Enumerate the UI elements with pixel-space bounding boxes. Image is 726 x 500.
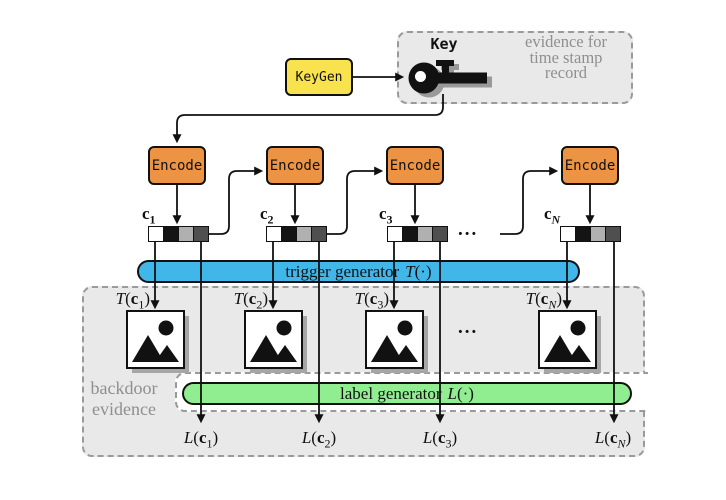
encode-label: Encode	[564, 157, 616, 174]
bit-cell	[149, 227, 163, 241]
bit-cell	[178, 227, 193, 241]
bitstring-2	[266, 226, 327, 242]
bitstring-4	[560, 226, 621, 242]
label-output-label-1: L(c1)	[183, 428, 219, 451]
arrow-bits1-to-encode2	[209, 166, 264, 235]
codeword-label-1: c1	[142, 204, 156, 227]
trigger-image-icon-1	[126, 310, 189, 373]
trigger-output-label-1: T(c1)	[115, 289, 150, 312]
encode-box-3: Encode	[386, 146, 444, 185]
bit-cell	[402, 227, 417, 241]
label-output-label-4: L(cN)	[594, 428, 632, 451]
bit-cell	[163, 227, 178, 241]
trigger-image-icon-4	[538, 310, 601, 373]
trigger-output-label-3: T(c3)	[354, 289, 389, 312]
bit-cell	[281, 227, 296, 241]
encode-label: Encode	[151, 157, 203, 174]
label-output-label-3: L(c3)	[422, 428, 458, 451]
trigger-output-label-2: T(c2)	[233, 289, 268, 312]
trigger-output-label-4: T(cN)	[525, 289, 562, 312]
channel-edge-mask	[648, 368, 718, 416]
timestamp-evidence-note: evidence for time stamp record	[525, 32, 607, 82]
encode-box-4: Encode	[561, 146, 619, 185]
trigger-image-icon-3	[365, 310, 428, 373]
bit-cell	[311, 227, 326, 241]
trigger-bar-text: trigger generator	[285, 261, 400, 281]
bit-cell	[296, 227, 311, 241]
bit-cell	[575, 227, 590, 241]
codeword-label-4: cN	[544, 204, 561, 227]
arrow-bits2-to-encode3	[327, 166, 384, 235]
bit-cell	[605, 227, 620, 241]
codeword-label-3: c3	[379, 204, 393, 227]
key-icon	[408, 60, 492, 98]
trigger-image-icon-2	[244, 310, 307, 373]
encode-label: Encode	[269, 157, 321, 174]
keygen-label: KeyGen	[295, 69, 343, 85]
bit-cell	[417, 227, 432, 241]
bit-cell	[561, 227, 575, 241]
keygen-box: KeyGen	[285, 58, 353, 96]
backdoor-evidence-note: backdoor evidence	[90, 378, 158, 419]
bit-cell	[267, 227, 281, 241]
bitstring-3	[387, 226, 448, 242]
ellipsis-images: ...	[458, 317, 479, 338]
encode-box-1: Encode	[148, 146, 206, 185]
bit-cell	[193, 227, 208, 241]
key-label: Key	[430, 35, 458, 53]
label-output-label-2: L(c2)	[301, 428, 337, 451]
bit-cell	[432, 227, 447, 241]
bit-cell	[590, 227, 605, 241]
encode-label: Encode	[389, 157, 441, 174]
arrow-ellipsis-to-encode4	[500, 166, 559, 235]
label-bar-text: label generator	[340, 383, 442, 403]
bit-cell	[388, 227, 402, 241]
ellipsis-bitstrings: ...	[458, 219, 479, 240]
encode-box-2: Encode	[266, 146, 324, 185]
bitstring-1	[148, 226, 209, 242]
codeword-label-2: c2	[260, 204, 274, 227]
